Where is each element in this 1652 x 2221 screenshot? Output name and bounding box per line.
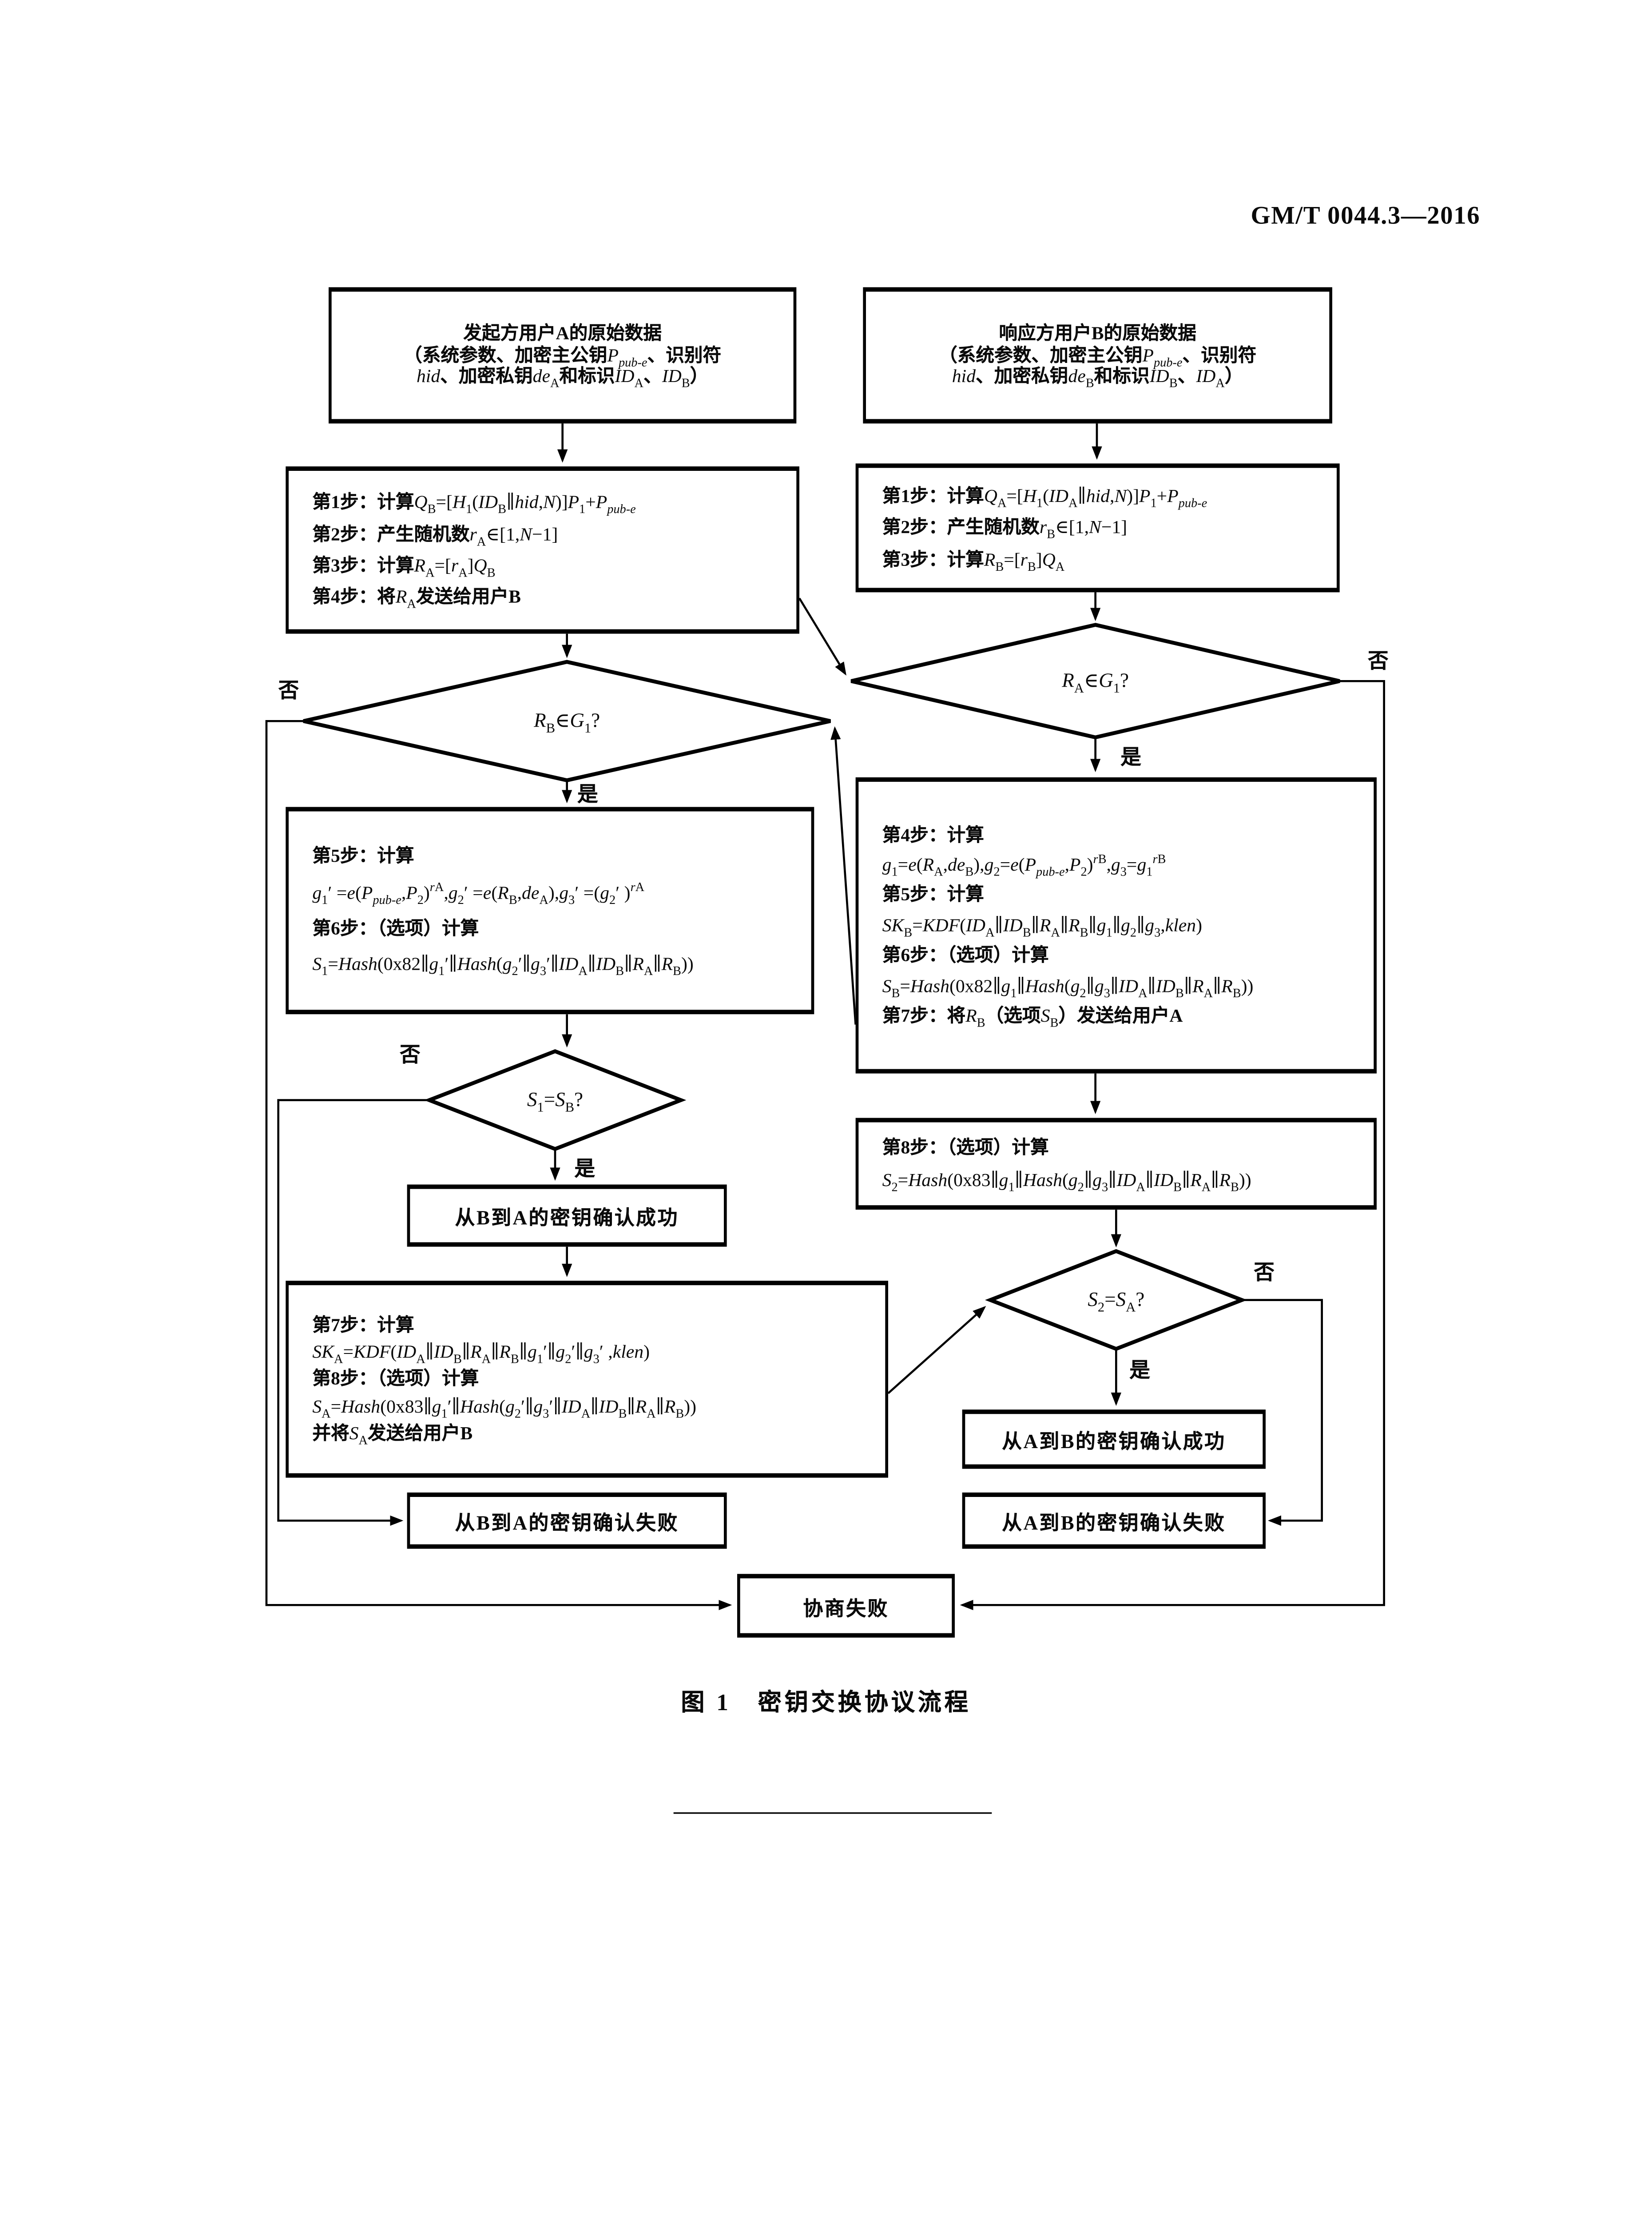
- node-text-line: S1=Hash(0x82∥g1′∥Hash(g2′∥g3′∥IDA∥IDB∥RA…: [312, 954, 694, 979]
- node-text-line: 第6步：（选项）计算: [312, 918, 479, 939]
- node-text-line: hid、加密私钥deB和标识IDB、IDA）: [952, 366, 1243, 390]
- decision-ra-in-g1: RA∈G1?: [1062, 669, 1129, 696]
- decision-rb-in-g1: RB∈G1?: [534, 709, 600, 736]
- node-text-line: 第5步：计算: [312, 846, 414, 867]
- node-responder-b-input-data: 响应方用户B的原始数据 （系统参数、加密主公钥Ppub-e、识别符 hid、加密…: [863, 287, 1332, 424]
- footnote-rule: [673, 1812, 992, 1814]
- node-text-line: （系统参数、加密主公钥Ppub-e、识别符: [939, 345, 1257, 370]
- node-a-steps-5-6: 第5步：计算 g1′ =e(Ppub-e,P2)rA,g2′ =e(RB,deA…: [286, 807, 814, 1015]
- decision-s2-equals-sa: S2=SA?: [1088, 1288, 1145, 1314]
- node-text-line: SKB=KDF(IDA∥IDB∥RA∥RB∥g1∥g2∥g3,klen): [882, 915, 1203, 939]
- node-text-line: 第7步：计算: [312, 1314, 414, 1335]
- node-b-to-a-confirm-fail: 从B到A的密钥确认失败: [407, 1492, 727, 1549]
- decision-s1-equals-sb: S1=SB?: [527, 1088, 584, 1114]
- branch-label-no: 否: [278, 681, 299, 704]
- figure-caption: 图 1 密钥交换协议流程: [0, 1682, 1652, 1718]
- branch-label-yes: 是: [1129, 1361, 1150, 1383]
- node-text-line: 第1步：计算QB=[H1(IDB∥hid,N)]P1+Ppub-e: [312, 492, 636, 517]
- node-text-line: g1′ =e(Ppub-e,P2)rA,g2′ =e(RB,deA),g3′ =…: [312, 879, 645, 907]
- node-text-line: g1=e(RA,deB),g2=e(Ppub-e,P2)rB,g3=g1rB: [882, 851, 1166, 879]
- node-b-steps-4-7: 第4步：计算 g1=e(RA,deB),g2=e(Ppub-e,P2)rB,g3…: [855, 777, 1377, 1074]
- node-text-line: 第2步：产生随机数rB∈[1,N−1]: [882, 517, 1128, 542]
- node-a-steps-7-8: 第7步：计算 SKA=KDF(IDA∥IDB∥RA∥RB∥g1′∥g2′∥g3′…: [286, 1281, 888, 1478]
- node-text-line: 从B到A的密钥确认失败: [455, 1512, 679, 1534]
- node-a-to-b-confirm-success: 从A到B的密钥确认成功: [962, 1409, 1266, 1469]
- branch-label-no: 否: [1254, 1263, 1275, 1286]
- node-text-line: SA=Hash(0x83∥g1′∥Hash(g2′∥g3′∥IDA∥IDB∥RA…: [312, 1396, 697, 1421]
- node-initiator-a-input-data: 发起方用户A的原始数据 （系统参数、加密主公钥Ppub-e、识别符 hid、加密…: [328, 287, 797, 424]
- node-text-line: S2=Hash(0x83∥g1∥Hash(g2∥g3∥IDA∥IDB∥RA∥RB…: [882, 1169, 1251, 1194]
- node-text-line: 第3步：计算RB=[rB]QA: [882, 549, 1065, 573]
- node-a-steps-1-4: 第1步：计算QB=[H1(IDB∥hid,N)]P1+Ppub-e 第2步：产生…: [286, 466, 799, 634]
- node-text-line: 第4步：将RA发送给用户B: [312, 587, 521, 612]
- node-text-line: 第7步：将RB（选项SB）发送给用户A: [882, 1005, 1183, 1030]
- branch-label-yes: 是: [1120, 748, 1141, 770]
- node-b-to-a-confirm-success: 从B到A的密钥确认成功: [407, 1184, 727, 1247]
- node-text-line: 第4步：计算: [882, 824, 984, 845]
- node-text-line: 第1步：计算QA=[H1(IDA∥hid,N)]P1+Ppub-e: [882, 486, 1207, 510]
- node-text-line: SKA=KDF(IDA∥IDB∥RA∥RB∥g1′∥g2′∥g3′ ,klen): [312, 1341, 650, 1366]
- node-text-line: 第6步：（选项）计算: [882, 945, 1049, 966]
- node-text-line: 响应方用户B的原始数据: [999, 323, 1196, 344]
- node-text-line: hid、加密私钥deA和标识IDA、IDB）: [416, 366, 709, 390]
- node-text-line: 协商失败: [803, 1596, 889, 1619]
- node-b-step-8: 第8步：（选项）计算 S2=Hash(0x83∥g1∥Hash(g2∥g3∥ID…: [855, 1118, 1377, 1210]
- node-text-line: 并将SA发送给用户B: [312, 1423, 473, 1448]
- standard-number-header: GM/T 0044.3—2016: [1251, 201, 1481, 230]
- node-text-line: SB=Hash(0x82∥g1∥Hash(g2∥g3∥IDA∥IDB∥RA∥RB…: [882, 975, 1254, 1000]
- branch-label-no: 否: [1367, 651, 1389, 674]
- node-text-line: 第8步：（选项）计算: [312, 1369, 479, 1389]
- node-text-line: 第8步：（选项）计算: [882, 1137, 1049, 1158]
- figure-title: 密钥交换协议流程: [758, 1691, 971, 1716]
- branch-label-yes: 是: [574, 1159, 595, 1182]
- node-a-to-b-confirm-fail: 从A到B的密钥确认失败: [962, 1492, 1266, 1549]
- node-text-line: 第3步：计算RA=[rA]QB: [312, 555, 496, 580]
- branch-label-yes: 是: [577, 784, 598, 807]
- node-negotiation-fail: 协商失败: [737, 1574, 955, 1638]
- node-text-line: 从A到B的密钥确认成功: [1002, 1430, 1226, 1453]
- node-text-line: 第5步：计算: [882, 884, 984, 906]
- figure-number: 图 1: [681, 1691, 731, 1716]
- node-text-line: （系统参数、加密主公钥Ppub-e、识别符: [404, 345, 722, 370]
- node-b-steps-1-3: 第1步：计算QA=[H1(IDA∥hid,N)]P1+Ppub-e 第2步：产生…: [855, 463, 1340, 593]
- node-text-line: 发起方用户A的原始数据: [463, 323, 662, 344]
- node-text-line: 从A到B的密钥确认失败: [1002, 1512, 1226, 1534]
- node-text-line: 第2步：产生随机数rA∈[1,N−1]: [312, 523, 558, 548]
- node-text-line: 从B到A的密钥确认成功: [455, 1206, 679, 1229]
- branch-label-no: 否: [399, 1045, 421, 1068]
